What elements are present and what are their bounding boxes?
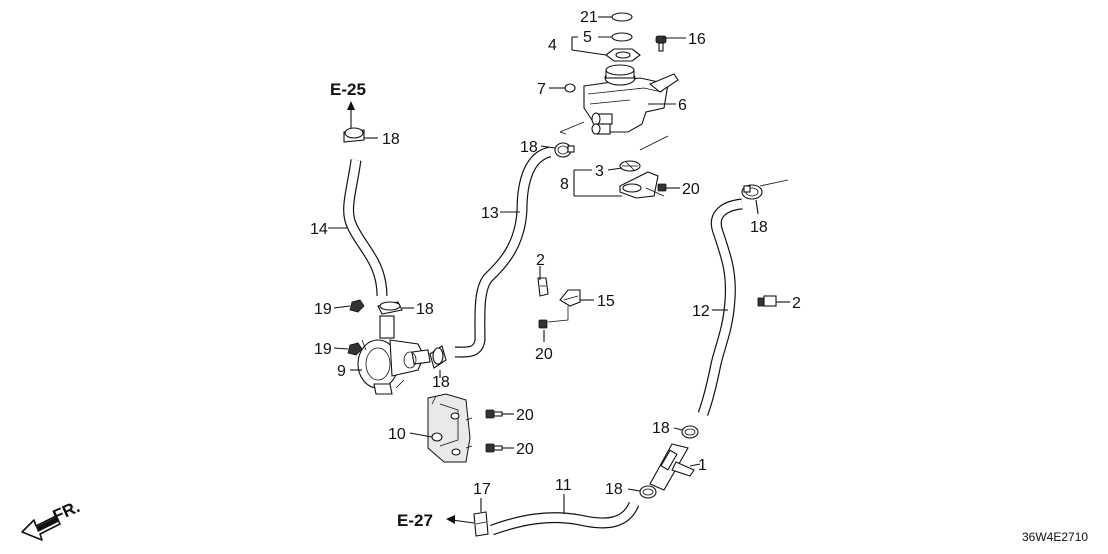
hose-11[interactable] — [490, 501, 640, 536]
clamp-18-joint-bottom[interactable] — [639, 485, 657, 499]
joint-1[interactable] — [649, 443, 695, 491]
tank-cap-4[interactable] — [605, 48, 641, 62]
callout-2-mid: 2 — [536, 252, 545, 269]
callout-5: 5 — [583, 29, 592, 46]
callout-6: 6 — [678, 97, 687, 114]
guide-line-mid — [547, 306, 569, 323]
callout-20-mid: 20 — [535, 346, 553, 363]
clamp-18-clamp[interactable] — [429, 345, 447, 369]
callout-19-b: 19 — [314, 341, 332, 358]
callout-19-a: 19 — [314, 301, 332, 318]
bolt-20-a[interactable] — [485, 409, 503, 419]
callout-17: 17 — [473, 481, 491, 498]
water-pump-9[interactable] — [357, 315, 431, 395]
callout-14: 14 — [310, 221, 328, 238]
callout-18-joint-top: 18 — [652, 420, 670, 437]
bolt-20-mid[interactable] — [538, 319, 548, 329]
ref-e27[interactable]: E-27 — [397, 511, 433, 530]
callout-18-clamp: 18 — [432, 374, 450, 391]
hose-13[interactable] — [454, 146, 552, 358]
callout-15: 15 — [597, 293, 615, 310]
hose-12[interactable] — [697, 198, 743, 416]
clamp-18-right[interactable] — [741, 184, 763, 200]
callout-18-joint-bottom: 18 — [605, 481, 623, 498]
tank-guide-lines — [559, 121, 669, 151]
o-ring-5[interactable] — [611, 32, 633, 42]
clip-2-mid[interactable] — [537, 277, 549, 297]
pump-bracket-10[interactable] — [427, 393, 473, 463]
callout-18-e25: 18 — [382, 131, 400, 148]
guide-line-right — [759, 179, 789, 187]
callout-20-b: 20 — [516, 441, 534, 458]
ref-e25[interactable]: E-25 — [330, 80, 366, 99]
callout-18-right: 18 — [750, 219, 768, 236]
nut-19-b[interactable] — [347, 342, 363, 356]
bolt-20-b[interactable] — [485, 443, 503, 453]
nut-19-a[interactable] — [349, 299, 365, 313]
callout-20-bracket: 20 — [682, 181, 700, 198]
reservoir-tank[interactable] — [583, 64, 679, 135]
bolt-20-bracket[interactable] — [657, 183, 667, 192]
plug-7[interactable] — [564, 83, 576, 93]
leader-lines — [328, 16, 790, 514]
o-ring-21[interactable] — [611, 12, 633, 22]
mount-rubber-3[interactable] — [619, 160, 641, 172]
clamp-18-e25[interactable] — [343, 127, 365, 143]
bracket-8[interactable] — [619, 171, 665, 199]
callout-1: 1 — [698, 457, 707, 474]
callout-11: 11 — [555, 477, 572, 494]
callout-16: 16 — [688, 31, 706, 48]
front-label: FR. — [50, 497, 83, 525]
clip-2-right[interactable] — [757, 295, 777, 307]
hose-14[interactable] — [343, 159, 388, 297]
diagram-code: 36W4E2710 — [1022, 530, 1088, 544]
front-arrow-icon — [21, 515, 61, 541]
clamp-18-pump[interactable] — [377, 301, 403, 315]
clip-15[interactable] — [559, 289, 581, 307]
callout-2-right: 2 — [792, 295, 801, 312]
arrow-e27 — [446, 515, 475, 524]
arrow-e25 — [347, 101, 355, 128]
callout-18-pump: 18 — [416, 301, 434, 318]
callout-9: 9 — [337, 363, 346, 380]
callout-18-tank: 18 — [520, 139, 538, 156]
clamp-18-joint-top[interactable] — [681, 425, 699, 439]
callout-13: 13 — [481, 205, 499, 222]
callout-4: 4 — [548, 37, 557, 54]
callout-20-a: 20 — [516, 407, 534, 424]
callout-7: 7 — [537, 81, 546, 98]
callout-8: 8 — [560, 176, 569, 193]
callout-10: 10 — [388, 426, 406, 443]
clamp-17[interactable] — [473, 511, 489, 537]
callout-3: 3 — [595, 163, 604, 180]
callout-12: 12 — [692, 303, 710, 320]
callout-21: 21 — [580, 9, 598, 26]
clamp-18-tank[interactable] — [554, 142, 575, 158]
